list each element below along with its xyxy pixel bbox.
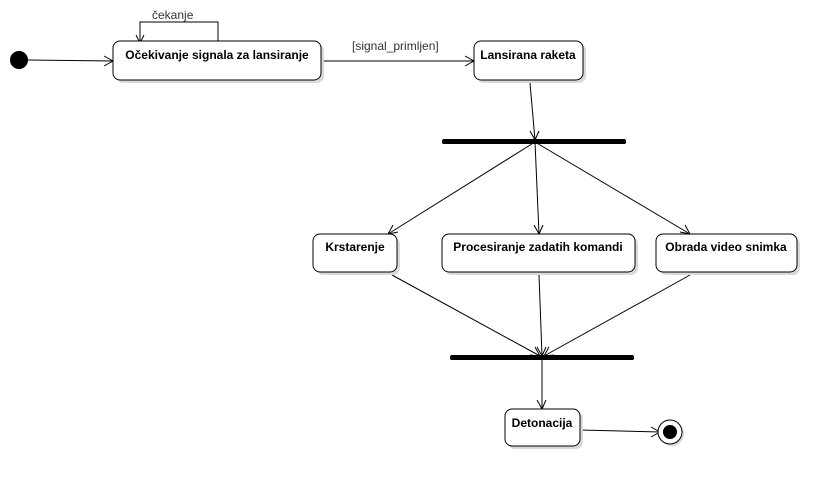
transition-label-waiting: čekanje (152, 8, 194, 22)
fork-bar (442, 139, 626, 144)
edge-self-loop (139, 21, 219, 43)
state-cruising[interactable]: Krstarenje (312, 233, 400, 275)
edge-video-to-join (543, 274, 691, 357)
state-launched[interactable]: Lansirana raketa (473, 40, 586, 83)
edge-fork-to-cruising (387, 141, 536, 235)
edge-launched-to-fork (529, 82, 536, 141)
state-waiting-label: Očekivanje signala za lansiranje (125, 48, 309, 62)
edge-cruising-to-join (391, 274, 541, 357)
state-processing[interactable]: Procesiranje zadatih komandi (441, 233, 638, 275)
edge-processing-to-join (538, 274, 543, 357)
edge-fork-to-video (534, 141, 691, 235)
initial-state (10, 51, 28, 69)
state-cruising-label: Krstarenje (325, 240, 385, 254)
transition-label-signal: [signal_primljen] (352, 39, 439, 53)
edges (27, 21, 691, 438)
state-video[interactable]: Obrada video snimka (655, 233, 800, 275)
edge-fork-to-processing (534, 141, 540, 235)
edge-detonation-to-final (579, 429, 661, 433)
state-waiting[interactable]: Očekivanje signala za lansiranje (112, 40, 324, 83)
join-bar (450, 355, 634, 360)
edge-initial-to-waiting (27, 59, 114, 62)
final-state (657, 419, 684, 446)
state-detonation[interactable]: Detonacija (504, 408, 583, 449)
state-video-label: Obrada video snimka (665, 240, 787, 254)
state-launched-label: Lansirana raketa (480, 48, 576, 62)
state-processing-label: Procesiranje zadatih komandi (453, 240, 622, 254)
state-detonation-label: Detonacija (512, 416, 573, 430)
